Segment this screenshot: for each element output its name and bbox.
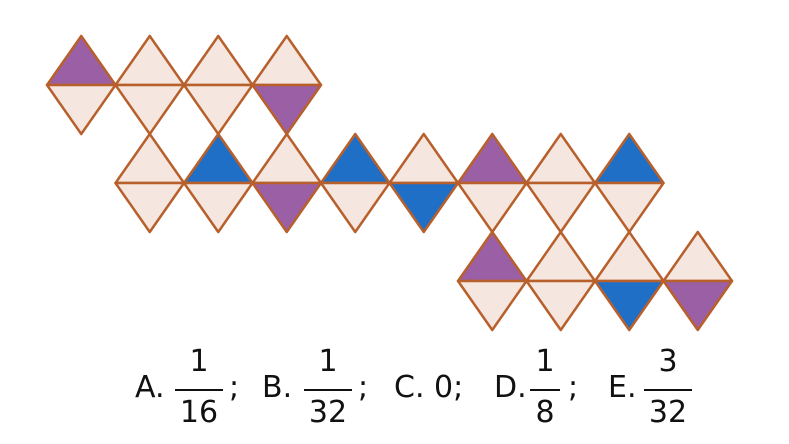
triangle-row2-up-6 xyxy=(456,132,528,185)
option-e-fraction: 3 32 xyxy=(638,340,698,440)
triangle-row1-up-4 xyxy=(251,34,323,87)
option-a-separator: ; xyxy=(229,370,240,405)
option-a-label: A. xyxy=(135,370,165,405)
triangle-row1-down-1 xyxy=(45,83,117,136)
triangle-row2-down-5 xyxy=(388,181,460,234)
triangle-row3-up-2 xyxy=(525,230,597,283)
triangle-row3-up-1 xyxy=(456,230,528,283)
option-d-numerator: 1 xyxy=(535,344,555,379)
triangle-row3-down-4 xyxy=(662,279,734,332)
option-c-label: C. 0; xyxy=(394,370,464,405)
triangle-row3-down-2 xyxy=(525,279,597,332)
fraction-bar xyxy=(644,389,692,391)
triangle-row2-up-1 xyxy=(114,132,186,185)
triangle-row2-up-2 xyxy=(182,132,254,185)
triangle-row2-down-1 xyxy=(114,181,186,234)
fraction-bar xyxy=(304,389,352,391)
option-d-fraction: 1 8 xyxy=(520,340,570,440)
option-b-denominator: 32 xyxy=(308,395,348,430)
triangle-row2-down-6 xyxy=(456,181,528,234)
option-a-numerator: 1 xyxy=(189,344,209,379)
option-d-denominator: 8 xyxy=(535,395,555,430)
triangle-row2-up-8 xyxy=(593,132,665,185)
triangle-row2-up-3 xyxy=(251,132,323,185)
answer-options: A. 1 16 ; B. 1 32 ; C. 0; D. 1 8 ; E. 3 xyxy=(0,340,789,440)
option-a-fraction: 1 16 xyxy=(169,340,229,440)
triangle-row2-up-7 xyxy=(525,132,597,185)
triangle-row2-down-8 xyxy=(593,181,665,234)
triangle-row2-up-4 xyxy=(319,132,391,185)
triangle-row2-down-2 xyxy=(182,181,254,234)
triangle-row3-up-3 xyxy=(593,230,665,283)
option-d-label: D. xyxy=(494,370,527,405)
triangle-row2-down-7 xyxy=(525,181,597,234)
option-b-fraction: 1 32 xyxy=(298,340,358,440)
triangle-row2-down-3 xyxy=(251,181,323,234)
triangle-row2-down-4 xyxy=(319,181,391,234)
option-e-label: E. xyxy=(608,370,637,405)
triangle-row1-up-3 xyxy=(182,34,254,87)
option-b-label: B. xyxy=(262,370,293,405)
triangle-row2-up-5 xyxy=(388,132,460,185)
option-d-separator: ; xyxy=(568,370,579,405)
triangle-row1-down-3 xyxy=(182,83,254,136)
triangle-row1-up-1 xyxy=(45,34,117,87)
triangle-row3-up-4 xyxy=(662,230,734,283)
option-b-separator: ; xyxy=(358,370,369,405)
fraction-bar xyxy=(530,389,560,391)
fraction-bar xyxy=(175,389,223,391)
triangle-row1-down-2 xyxy=(114,83,186,136)
option-e-denominator: 32 xyxy=(648,395,688,430)
option-e-numerator: 3 xyxy=(658,344,678,379)
option-a-denominator: 16 xyxy=(179,395,219,430)
triangle-net-figure xyxy=(45,34,734,332)
triangle-row1-up-2 xyxy=(114,34,186,87)
triangle-row1-down-4 xyxy=(251,83,323,136)
triangle-row3-down-3 xyxy=(593,279,665,332)
triangle-row3-down-1 xyxy=(456,279,528,332)
option-b-numerator: 1 xyxy=(318,344,338,379)
